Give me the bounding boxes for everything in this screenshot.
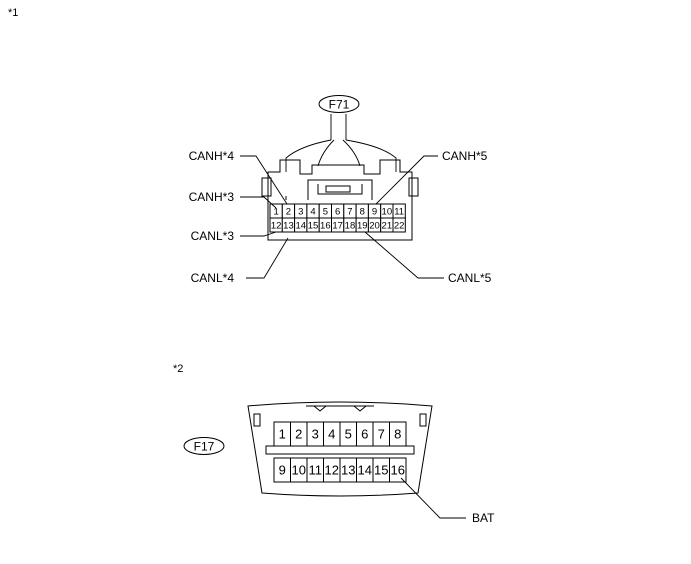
pin-number: 12 xyxy=(271,221,282,232)
pin-number: 1 xyxy=(274,207,279,218)
pin-number: 10 xyxy=(292,463,306,478)
marker-2: *2 xyxy=(173,363,183,375)
label-canh4: CANH*4 xyxy=(189,149,235,163)
pin-cell xyxy=(389,421,407,447)
connector-tag-f17: F17 xyxy=(183,437,225,455)
pin-number: 4 xyxy=(310,207,315,218)
connector-tag-f71: F71 xyxy=(318,95,360,113)
pin-number: 6 xyxy=(361,427,368,442)
pin-number: 9 xyxy=(279,463,286,478)
pin-number: 14 xyxy=(358,463,372,478)
pin-number: 15 xyxy=(374,463,388,478)
pin-number: 12 xyxy=(325,463,339,478)
label-canl3: CANL*3 xyxy=(191,229,235,243)
pin-number: 22 xyxy=(394,221,405,232)
pin-number: 17 xyxy=(332,221,343,232)
label-canl5: CANL*5 xyxy=(448,271,492,285)
pin-number: 3 xyxy=(312,427,319,442)
pin-number: 10 xyxy=(382,207,393,218)
pin-number: 18 xyxy=(345,221,356,232)
pin-number: 15 xyxy=(308,221,319,232)
pin-number: 5 xyxy=(345,427,352,442)
pin-number: 2 xyxy=(295,427,302,442)
connector-f17-body xyxy=(247,401,433,497)
pin-number: 19 xyxy=(357,221,368,232)
marker-1: *1 xyxy=(8,7,18,19)
pin-number: 11 xyxy=(394,207,404,218)
pin-number: 21 xyxy=(382,221,393,232)
pin-number: 20 xyxy=(369,221,380,232)
pin-number: 11 xyxy=(309,463,323,478)
pin-number: 6 xyxy=(335,207,340,218)
pin-number: 4 xyxy=(328,427,335,442)
connector-tag-f71-text: F71 xyxy=(329,98,350,112)
wire-harness-f71 xyxy=(285,114,397,172)
label-bat: BAT xyxy=(472,511,495,525)
pin-number: 7 xyxy=(347,207,352,218)
label-canh5: CANH*5 xyxy=(442,149,488,163)
leader-line-bat xyxy=(400,477,466,519)
pin-number: 8 xyxy=(360,207,365,218)
pin-number: 8 xyxy=(394,427,401,442)
pin-number: 16 xyxy=(391,463,405,478)
pin-number: 2 xyxy=(286,207,291,218)
leader-lines-f71 xyxy=(240,155,444,279)
pin-number: 13 xyxy=(283,221,294,232)
pin-number: 5 xyxy=(323,207,328,218)
label-canh3: CANH*3 xyxy=(189,190,235,204)
pin-row-separator xyxy=(265,445,415,455)
pin-number: 16 xyxy=(320,221,331,232)
connector-tag-f17-text: F17 xyxy=(194,440,215,454)
pin-number: 14 xyxy=(295,221,306,232)
pin-cell xyxy=(392,217,406,233)
label-canl4: CANL*4 xyxy=(191,271,235,285)
pin-number: 7 xyxy=(378,427,385,442)
pin-number: 9 xyxy=(372,207,377,218)
pin-number: 3 xyxy=(298,207,303,218)
pin-number: 1 xyxy=(279,427,286,442)
connector-f71-body xyxy=(261,159,419,241)
pin-number: 13 xyxy=(341,463,355,478)
pin-cell xyxy=(389,457,407,483)
